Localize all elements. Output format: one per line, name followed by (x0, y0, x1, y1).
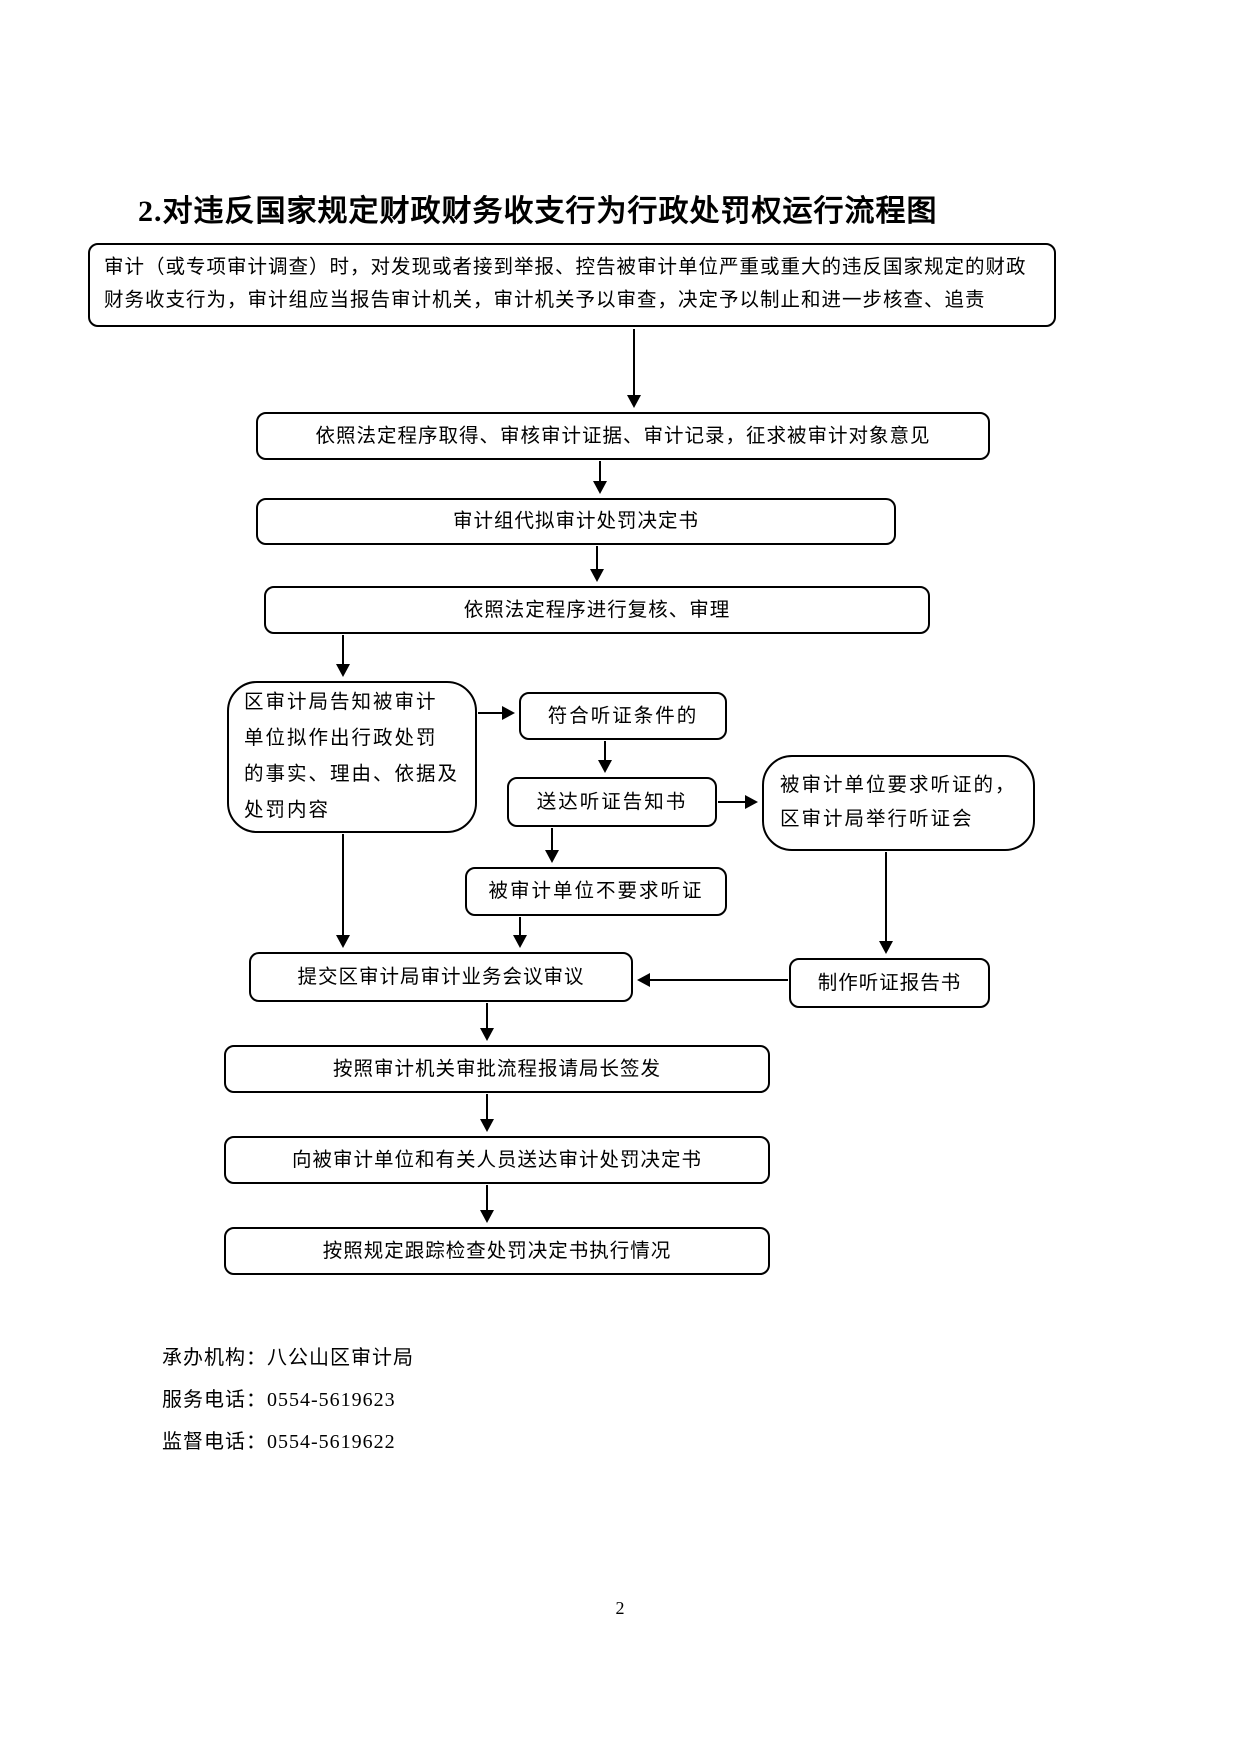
flow-node-review: 依照法定程序进行复核、审理 (264, 586, 930, 634)
page-title: 2.对违反国家规定财政财务收支行为行政处罚权运行流程图 (138, 195, 938, 228)
flow-node-hearing-report: 制作听证报告书 (789, 958, 990, 1008)
flow-node-inform-penalty: 区审计局告知被审计 单位拟作出行政处罚 的事实、理由、依据及 处罚内容 (227, 681, 477, 833)
footer-agency: 承办机构：八公山区审计局 (162, 1347, 414, 1369)
flow-node-hearing-notice: 送达听证告知书 (507, 777, 717, 827)
flow-node-hearing-eligible: 符合听证条件的 (519, 692, 727, 740)
flow-node-deliver-decision: 向被审计单位和有关人员送达审计处罚决定书 (224, 1136, 770, 1184)
flow-node-track-execution: 按照规定跟踪检查处罚决定书执行情况 (224, 1227, 770, 1275)
page-number: 2 (615, 1598, 625, 1618)
footer-supervision-phone: 监督电话：0554-5619622 (162, 1431, 396, 1453)
flow-node-no-hearing: 被审计单位不要求听证 (465, 867, 727, 916)
flow-node-audit-start: 审计（或专项审计调查）时，对发现或者接到举报、控告被审计单位严重或重大的违反国家… (88, 243, 1056, 327)
flow-node-draft-decision: 审计组代拟审计处罚决定书 (256, 498, 896, 545)
flow-node-evidence-procedure: 依照法定程序取得、审核审计证据、审计记录，征求被审计对象意见 (256, 412, 990, 460)
flow-node-hearing-held: 被审计单位要求听证的， 区审计局举行听证会 (762, 755, 1035, 851)
flow-node-submit-meeting: 提交区审计局审计业务会议审议 (249, 952, 633, 1002)
flow-node-director-approval: 按照审计机关审批流程报请局长签发 (224, 1045, 770, 1093)
footer-service-phone: 服务电话：0554-5619623 (162, 1389, 396, 1411)
